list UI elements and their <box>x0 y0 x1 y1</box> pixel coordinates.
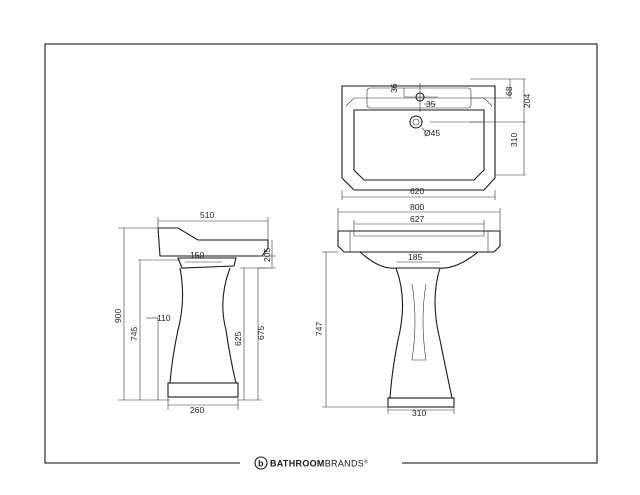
dim-205: 205 <box>262 248 272 262</box>
front-view: 800 627 185 747 310 <box>314 202 501 418</box>
dim-hole-diameter: Ø45 <box>424 128 440 138</box>
dim-36: 36 <box>389 83 399 93</box>
pedestal-base-front <box>387 397 455 408</box>
dim-35: 35 <box>426 99 436 109</box>
brand-footer: b BATHROOMBRANDS® <box>240 455 402 471</box>
dim-310-top: 310 <box>509 133 519 147</box>
dim-204: 204 <box>522 94 532 108</box>
basin-outline-top <box>341 85 496 191</box>
dim-110: 110 <box>157 313 171 323</box>
side-view: 510 150 205 900 745 110 625 675 260 <box>113 210 276 415</box>
bathroombrands-logo-icon: b <box>254 456 268 470</box>
dim-185: 185 <box>408 252 422 262</box>
dim-68: 68 <box>504 86 514 96</box>
dim-675: 675 <box>256 326 266 340</box>
basin-back-ledge <box>345 97 493 107</box>
dim-747: 747 <box>314 322 324 336</box>
dim-310-front: 310 <box>412 408 426 418</box>
dim-745: 745 <box>129 327 139 341</box>
waste-hole-inner <box>412 118 420 126</box>
basin-bowl-top <box>353 109 485 181</box>
dim-627: 627 <box>410 214 424 224</box>
pedestal-base-side <box>167 382 239 398</box>
basin-front <box>337 230 501 253</box>
pedestal-front-groove <box>411 283 427 361</box>
brand-name: BATHROOMBRANDS® <box>270 459 368 469</box>
svg-text:b: b <box>258 459 264 469</box>
dim-260: 260 <box>190 405 204 415</box>
top-view: 36 35 68 204 310 Ø45 620 <box>341 78 532 200</box>
dim-620: 620 <box>410 186 424 196</box>
dim-625: 625 <box>233 332 243 346</box>
waste-hole <box>409 115 423 129</box>
basin-underside <box>177 257 237 269</box>
dim-510: 510 <box>200 210 214 220</box>
basin-side-profile <box>157 227 269 257</box>
pedestal-front <box>389 267 453 399</box>
dim-800: 800 <box>410 202 424 212</box>
dim-900: 900 <box>113 309 123 323</box>
basin-bowl-front <box>359 251 479 269</box>
pedestal-side <box>169 267 237 384</box>
dim-150: 150 <box>190 250 204 260</box>
